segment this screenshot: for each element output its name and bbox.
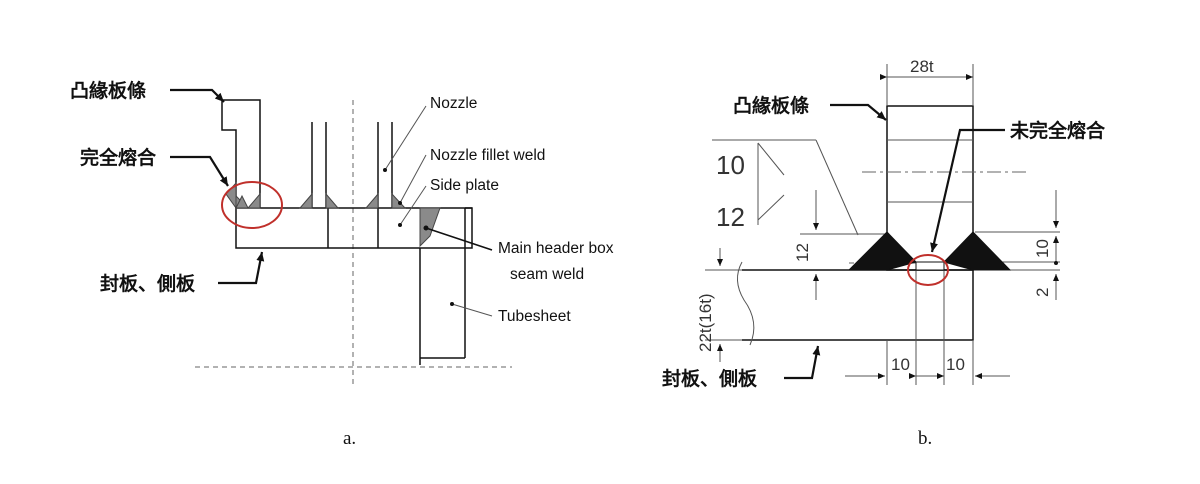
leader-nozzle: [384, 105, 427, 171]
break-line: [737, 261, 755, 346]
leader-side-plate-en: [399, 185, 427, 226]
side-plate: [235, 207, 473, 249]
caption-a: a.: [343, 428, 356, 449]
flange-weld-right: [246, 192, 261, 209]
label-plug-side-plate-b: 封板、側板: [662, 367, 758, 390]
label-flange-strip: 凸緣板條: [70, 79, 146, 102]
ratio-12: 12: [716, 202, 745, 232]
full-fusion-circle: [221, 181, 283, 229]
tubesheet: [419, 208, 466, 365]
dim-10-bottom-left: 10: [891, 355, 910, 374]
label-incomplete-fusion: 未完全熔合: [1009, 119, 1106, 142]
dim-22t: 22t(16t): [696, 293, 715, 352]
label-main-header-box: Main header box: [498, 240, 614, 257]
main-header-seam-weld: [419, 207, 441, 248]
leader-incomplete-fusion: [930, 128, 1005, 253]
label-seam-weld: seam weld: [510, 266, 584, 283]
weld-left-b: [847, 230, 888, 271]
label-nozzle-fillet-weld: Nozzle fillet weld: [430, 147, 545, 164]
label-flange-strip-b: 凸緣板條: [733, 94, 809, 117]
leader-fillet-weld: [399, 154, 427, 204]
dim-28t: 28t: [910, 57, 934, 76]
leader-flange-strip: [170, 88, 225, 103]
label-plug-side-plate: 封板、側板: [100, 272, 196, 295]
panel-b: 28t 10 12 12 10 2 22t(16t) 10 10: [662, 57, 1106, 449]
label-side-plate: Side plate: [430, 177, 499, 194]
leader-flange-strip-b: [830, 103, 887, 121]
flange-strip: [221, 99, 261, 208]
label-tubesheet: Tubesheet: [498, 308, 571, 325]
incomplete-fusion-circle: [907, 254, 949, 286]
panel-a: 凸緣板條 完全熔合 封板、側板 Nozzle Nozzle fillet wel…: [70, 79, 614, 449]
leader-tubesheet: [451, 303, 493, 317]
unfused-gap: [915, 261, 945, 271]
dim-2-right: 2: [1033, 288, 1052, 297]
dim-10-right: 10: [1033, 239, 1052, 258]
dim-12: 12: [793, 243, 812, 262]
leader-side-plate-b: [784, 345, 821, 380]
leader-full-fusion: [170, 155, 229, 187]
label-full-fusion: 完全熔合: [80, 146, 157, 169]
side-plate-b: [742, 269, 974, 341]
ratio-10: 10: [716, 150, 745, 180]
dim-10-bottom-right: 10: [946, 355, 965, 374]
weld-right-b: [943, 230, 974, 271]
leader-seam-weld: [425, 227, 493, 251]
label-nozzle: Nozzle: [430, 95, 477, 112]
caption-b: b.: [918, 428, 932, 449]
leader-side-plate: [218, 251, 265, 285]
nozzle-fillet-weld: [298, 192, 313, 209]
